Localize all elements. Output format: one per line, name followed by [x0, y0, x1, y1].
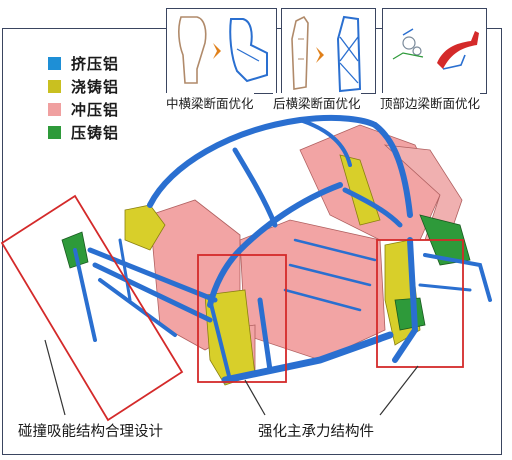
extruded-beams [73, 114, 492, 384]
roof-side-rail-section-image [392, 28, 479, 70]
legend-label-stamping: 冲压铝 [71, 100, 120, 119]
main-load-structure-box-left [197, 254, 287, 383]
stamped-panels [149, 124, 463, 381]
legend-swatch-extrusion [48, 56, 61, 70]
crash-absorption-callout-box [0, 194, 184, 422]
thumbnail-caption-rear-cross-beam: 后横梁断面优化 [273, 93, 361, 112]
callout-caption-main-load-structure: 强化主承力结构件 [258, 424, 374, 440]
arrow-right-icon [316, 47, 324, 63]
legend-item-stamping: 冲压铝 [48, 98, 119, 120]
middle-cross-beam-section-image [178, 16, 268, 84]
thumbnail-caption-roof-side-rail: 顶部边梁断面优化 [380, 93, 481, 112]
legend-swatch-casting [48, 79, 61, 93]
thumbnail-caption-middle-cross-beam: 中横梁断面优化 [166, 93, 254, 112]
callout-leader-lines [44, 339, 419, 416]
legend-swatch-stamping [48, 102, 61, 116]
legend-swatch-die-casting [48, 125, 61, 139]
thumbnail-roof-side-rail [382, 8, 487, 94]
legend-item-extrusion: 挤压铝 [48, 52, 119, 74]
thumbnail-middle-cross-beam [166, 8, 277, 94]
rear-cross-beam-section-image [291, 15, 362, 93]
callout-caption-crash-absorption: 碰撞吸能结构合理设计 [18, 424, 163, 440]
arrow-right-icon [213, 43, 221, 59]
material-legend: 挤压铝 浇铸铝 冲压铝 压铸铝 [48, 52, 119, 144]
legend-item-die-casting: 压铸铝 [48, 121, 119, 143]
legend-label-extrusion: 挤压铝 [71, 54, 120, 73]
callout-boxes [0, 194, 464, 422]
legend-label-casting: 浇铸铝 [71, 77, 120, 96]
legend-item-casting: 浇铸铝 [48, 75, 119, 97]
main-load-structure-box-right [376, 239, 464, 368]
thumbnail-rear-cross-beam [281, 8, 376, 94]
legend-label-die-casting: 压铸铝 [71, 123, 120, 142]
